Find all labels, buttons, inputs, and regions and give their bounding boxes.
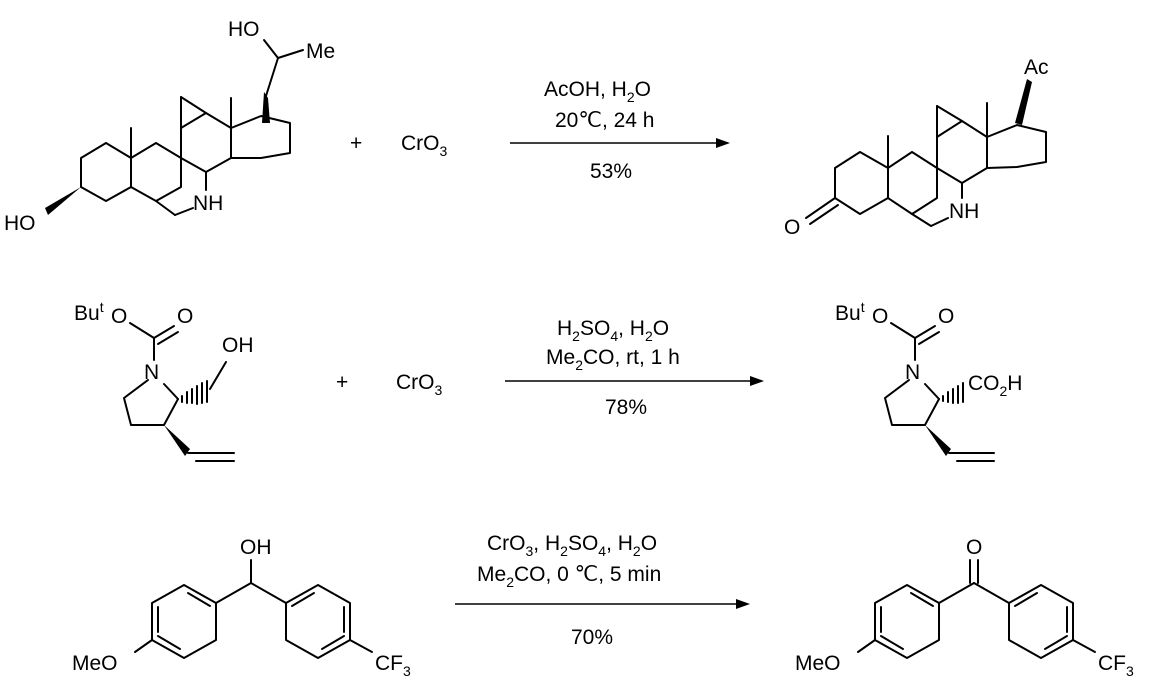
product-1-ac: Ac [1024, 56, 1049, 79]
reactant-2-n: N [144, 361, 159, 384]
product-2-co2h: CO2H [968, 372, 1022, 399]
reactant-3-meo: MeO [72, 652, 118, 675]
conditions-2-line1: H2SO4, H2O [557, 317, 669, 344]
yield-1: 53% [590, 160, 632, 183]
reactant-2-o-carbonyl: O [177, 305, 193, 328]
product-3-cf3: CF3 [1098, 652, 1134, 679]
product-1-o: O [784, 216, 800, 239]
product-3-o: O [966, 536, 982, 559]
reactant-1-nh: NH [193, 192, 223, 215]
product-2-n: N [905, 361, 920, 384]
reagent-2: CrO3 [396, 371, 443, 398]
reactant-3-oh: OH [240, 536, 272, 559]
reactant-3-structure [134, 559, 373, 659]
reaction-3: OH MeO CF3 CrO3, H2SO4, H2O Me2CO, 0 ℃, … [72, 532, 1134, 679]
reactant-1-oh-top: HO [228, 18, 260, 41]
conditions-3-line1: CrO3, H2SO4, H2O [487, 532, 657, 559]
conditions-2-line2: Me2CO, rt, 1 h [546, 346, 680, 373]
product-2-o-ester: O [872, 305, 888, 328]
reactant-2-bu: But [74, 299, 104, 325]
arrowhead-2 [750, 376, 764, 386]
conditions-1-line1: AcOH, H2O [544, 78, 651, 105]
yield-2: 78% [605, 396, 647, 419]
reagent-1: CrO3 [401, 132, 448, 159]
reactant-1-me: Me [306, 40, 335, 63]
product-2-structure [884, 322, 995, 462]
reaction-1: HO Me HO NH + CrO3 AcOH, H2O 20℃, 24 h 5… [4, 18, 1049, 239]
arrowhead-3 [736, 599, 750, 609]
product-2-bu: But [835, 299, 865, 325]
conditions-3-line2: Me2CO, 0 ℃, 5 min [477, 563, 661, 590]
product-1-structure [805, 79, 1047, 227]
product-1-nh: NH [949, 200, 979, 223]
arrowhead-1 [716, 138, 730, 148]
reactant-2-o-ester: O [111, 305, 127, 328]
reactant-1-structure [45, 39, 304, 216]
reactant-1-oh-left: HO [4, 212, 36, 235]
reactant-3-cf3: CF3 [375, 652, 411, 679]
reaction-2: But O O N OH + CrO3 H2SO4, H2O Me2CO, rt… [74, 299, 1022, 462]
plus-sign-1: + [350, 132, 362, 155]
reactant-2-structure [123, 322, 235, 462]
product-3-meo: MeO [795, 652, 841, 675]
product-3-structure [857, 559, 1096, 659]
plus-sign-2: + [336, 371, 348, 394]
reactant-2-oh: OH [222, 334, 254, 357]
conditions-1-line2: 20℃, 24 h [555, 109, 654, 132]
yield-3: 70% [571, 626, 613, 649]
product-2-o-carbonyl: O [938, 305, 954, 328]
